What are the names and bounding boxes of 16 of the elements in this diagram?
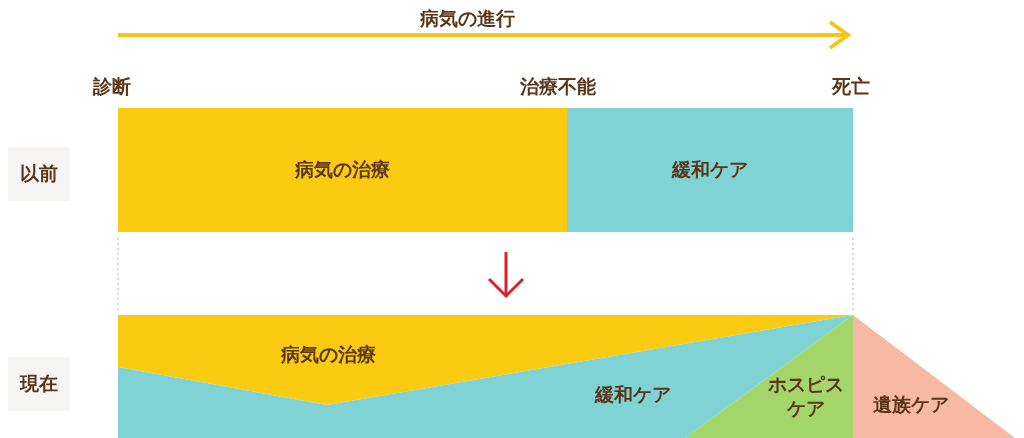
area-label: ホスピスケア	[767, 373, 845, 421]
row-label: 以前	[8, 147, 70, 201]
axis-label: 病気の進行	[420, 6, 515, 31]
area-label: 遺族ケア	[872, 393, 950, 417]
milestone-label: 死亡	[832, 74, 870, 99]
area-label: 病気の治療	[293, 158, 391, 182]
area-label: 緩和ケア	[593, 383, 672, 407]
milestone-label: 治療不能	[520, 74, 596, 99]
area-label: 病気の治療	[279, 343, 377, 367]
phase-area	[118, 315, 853, 438]
phase-block	[118, 108, 567, 232]
milestone-label: 診断	[93, 74, 131, 99]
phase-area	[685, 315, 853, 438]
row-label: 現在	[8, 357, 70, 411]
area-label: 緩和ケア	[670, 158, 749, 182]
phase-block	[567, 108, 853, 232]
